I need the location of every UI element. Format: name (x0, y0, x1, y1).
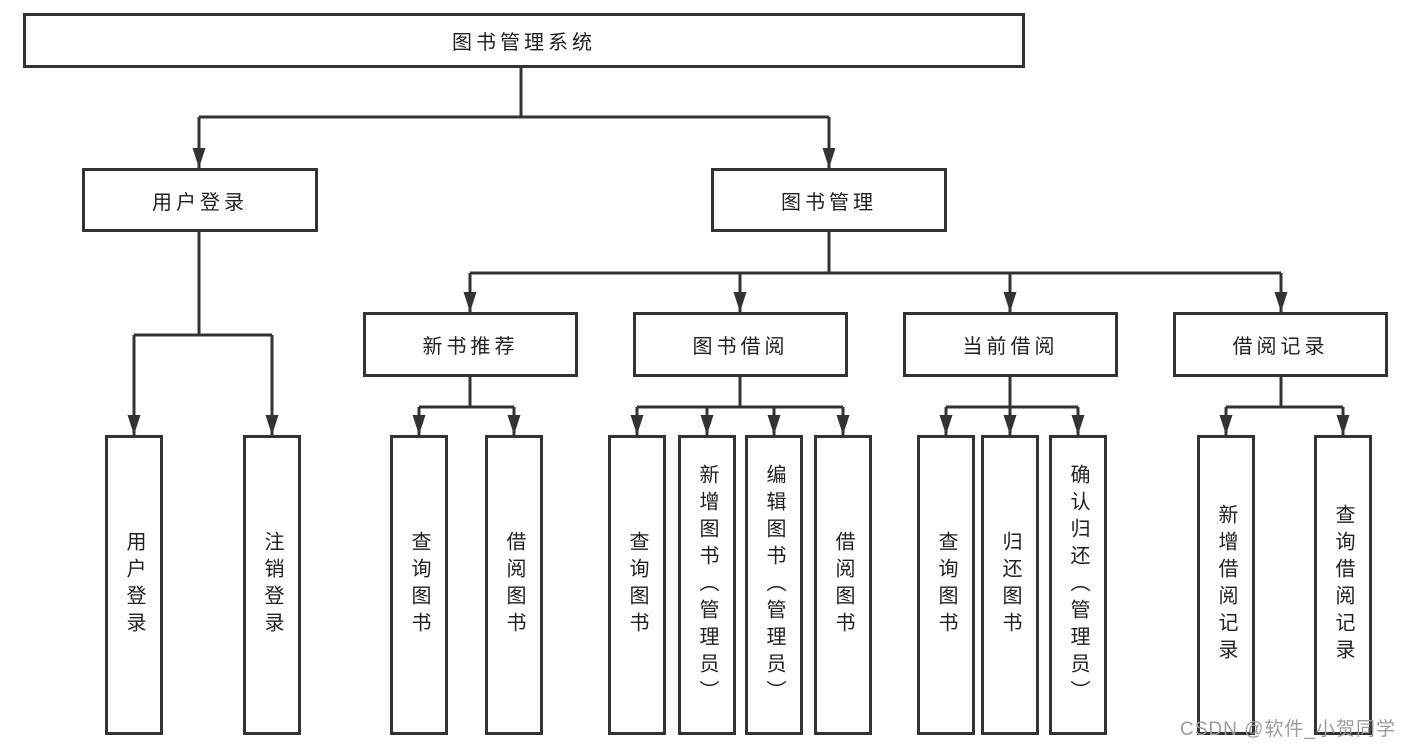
node-leaf-current-query-books: 查询图书 (917, 435, 975, 735)
node-current-borrowing: 当前借阅 (903, 312, 1118, 377)
node-book-borrowing: 图书借阅 (633, 312, 848, 377)
node-leaf-records-add-record: 新增借阅记录 (1197, 435, 1255, 735)
node-leaf-records-query-record: 查询借阅记录 (1314, 435, 1372, 735)
node-borrowing-records: 借阅记录 (1173, 312, 1388, 377)
node-leaf-borrow-add-books-admin: 新增图书（管理员） (678, 435, 736, 735)
node-new-book-recommend: 新书推荐 (363, 312, 578, 377)
node-leaf-borrow-edit-books-admin: 编辑图书（管理员） (745, 435, 803, 735)
node-library-system: 图书管理系统 (23, 13, 1025, 68)
node-user-login: 用户登录 (82, 168, 318, 232)
node-book-management: 图书管理 (711, 168, 947, 232)
node-leaf-user-login: 用户登录 (105, 435, 163, 735)
node-leaf-borrow-borrow-books: 借阅图书 (814, 435, 872, 735)
node-leaf-current-confirm-return-admin: 确认归还（管理员） (1049, 435, 1107, 735)
csdn-watermark: CSDN @软件_小贺同学 (1180, 719, 1396, 740)
connector-line (134, 68, 1343, 409)
node-leaf-current-return-books: 归还图书 (981, 435, 1039, 735)
node-leaf-recommend-query-books: 查询图书 (390, 435, 448, 735)
node-leaf-borrow-query-books: 查询图书 (608, 435, 666, 735)
node-leaf-logout: 注销登录 (243, 435, 301, 735)
node-leaf-recommend-borrow-books: 借阅图书 (485, 435, 543, 735)
